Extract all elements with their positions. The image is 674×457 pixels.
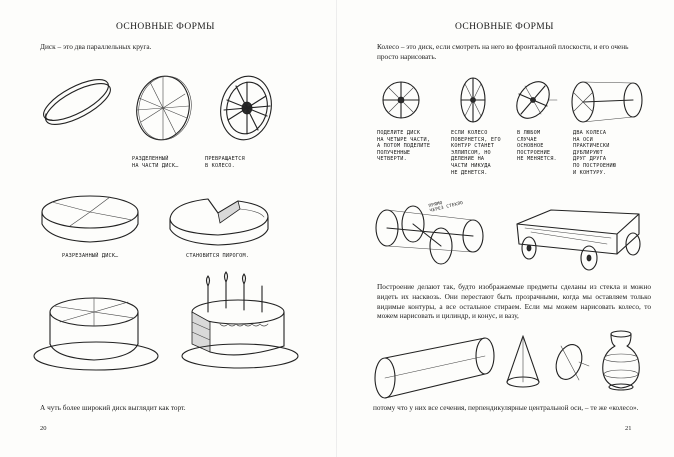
left-bottom-text: А чуть более широкий диск выглядит как т… <box>40 403 186 412</box>
cylinder-drawing <box>374 337 495 399</box>
vase-drawing <box>602 330 640 391</box>
right-page-title: ОСНОВНЫЕ ФОРМЫ <box>455 22 554 32</box>
caption-two-wheels: два колеса на оси практически дублируют … <box>573 130 617 176</box>
caption-becomes-pie: становится пирогом. <box>186 253 250 259</box>
caption-turns-into-wheel: превращается в колесо. <box>205 156 245 169</box>
tilted-disk-drawing <box>555 344 590 381</box>
pie-drawing <box>169 198 269 246</box>
cone-drawing <box>506 335 540 388</box>
caption-cut-into-parts: разделенный на части диск… <box>132 156 179 169</box>
left-intro-text: Диск – это два параллельных круга. <box>40 42 152 51</box>
right-paragraph: Построение делают так, будто изображаемы… <box>377 282 651 321</box>
birthday-cake-drawing <box>181 271 299 369</box>
solid-cart-drawing <box>516 209 641 271</box>
caption-cut-disk: разрезанный диск… <box>62 253 119 259</box>
right-bottom-text: потому что у них все сечения, перпендику… <box>373 403 639 412</box>
flat-disk-drawing <box>43 79 111 125</box>
wheels-on-axle-drawing <box>571 81 643 123</box>
transparent-cart-drawing <box>375 205 484 265</box>
divided-disk-drawing <box>136 75 192 141</box>
left-page-title: ОСНОВНЫЕ ФОРМЫ <box>116 22 215 32</box>
spoked-wheel-drawing <box>220 75 272 141</box>
right-intro-text: Колесо – это диск, если смотреть на него… <box>377 42 629 61</box>
left-page: ОСНОВНЫЕ ФОРМЫ Диск – это два параллельн… <box>33 22 299 432</box>
wheel-divided-drawing <box>382 81 420 119</box>
wheel-turned-drawing <box>460 77 486 123</box>
caption-divide-disk: поделите диск на четыре части, а потом п… <box>377 130 431 163</box>
left-page-number: 20 <box>40 425 47 432</box>
page-gutter <box>336 0 337 457</box>
caption-if-wheel-turns: если колесо повернется, его контур стане… <box>451 130 501 176</box>
wheel-angled-drawing <box>516 81 558 119</box>
right-page: ОСНОВНЫЕ ФОРМЫ Колесо – это диск, если с… <box>337 0 674 457</box>
cut-disk-drawing <box>41 195 139 243</box>
cake-sketch-drawing <box>33 297 159 371</box>
right-page-number: 21 <box>625 425 632 432</box>
caption-in-any-case: в любом случае основное построение не ме… <box>517 130 557 163</box>
